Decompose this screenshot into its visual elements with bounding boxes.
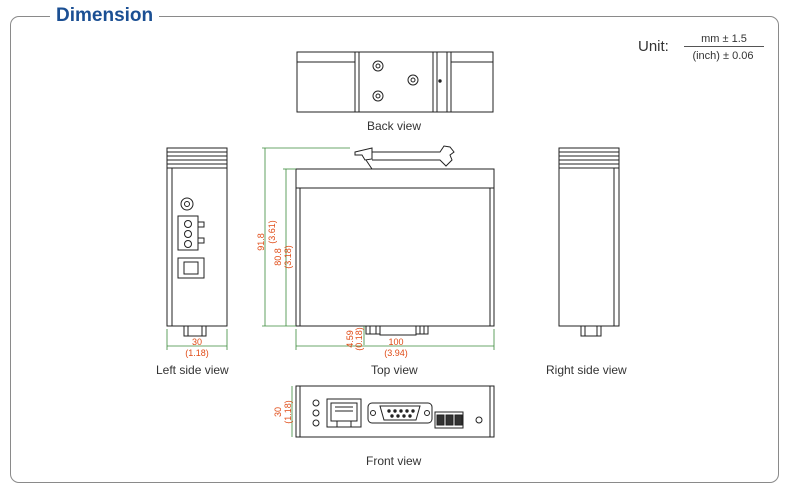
unit-inch-tolerance: (inch) ± 0.06	[692, 50, 754, 62]
panel-title: Dimension	[50, 4, 160, 28]
dim-height-body-in: (3.18)	[283, 245, 293, 269]
dim-connector-mm: 4.59	[345, 330, 355, 348]
dimension-panel	[10, 16, 779, 483]
dim-width-mm: 100	[388, 337, 403, 347]
back-view-drawing	[296, 51, 494, 113]
dim-width-in: (3.94)	[384, 348, 408, 358]
right-side-view-drawing	[558, 147, 620, 337]
dim-depth-mm: 30	[192, 337, 202, 347]
dim-height-total-in: (3.61)	[267, 220, 277, 244]
dim-height-body-mm: 80.8	[273, 248, 283, 266]
dim-height-total-mm: 91.8	[256, 233, 266, 251]
right-side-view-caption: Right side view	[546, 363, 627, 377]
left-side-view-caption: Left side view	[156, 363, 229, 377]
top-view-caption: Top view	[371, 363, 418, 377]
left-side-view-drawing	[166, 147, 228, 337]
front-view-drawing	[295, 385, 495, 438]
top-view-drawing	[295, 145, 495, 336]
dim-connector-in: (0.18)	[354, 327, 364, 351]
unit-mm-tolerance: mm ± 1.5	[684, 32, 764, 47]
front-view-caption: Front view	[366, 454, 422, 468]
dim-depth-in: (1.18)	[185, 348, 209, 358]
dimension-lines	[166, 147, 495, 437]
dim-front-height-mm: 30	[273, 407, 283, 417]
dim-front-height-in: (1.18)	[283, 400, 293, 424]
unit-label: Unit:	[638, 38, 669, 55]
back-view-caption: Back view	[367, 119, 422, 133]
